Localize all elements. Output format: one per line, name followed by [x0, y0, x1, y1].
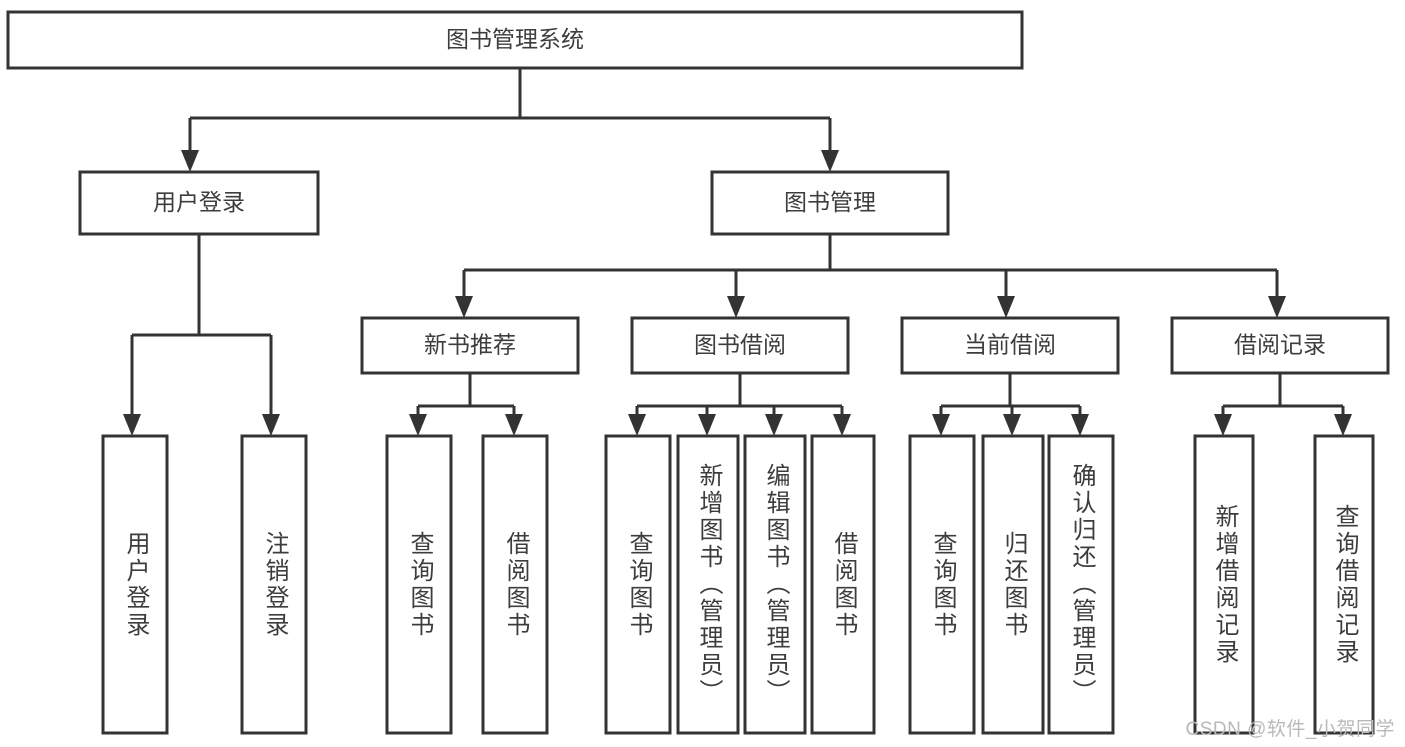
node-label-root-图书管理系统-0: 图书管理系统: [446, 26, 584, 52]
arrow-head-icon: [833, 414, 851, 436]
arrow-head-icon: [1334, 414, 1352, 436]
arrow-head-icon: [821, 150, 839, 172]
arrow-head-icon: [698, 414, 716, 436]
node-label-level1-图书管理-1: 图书管理: [784, 189, 876, 215]
connector-root-to-level1: [181, 68, 839, 172]
node-box-leaf-归还图书-9[interactable]: [981, 434, 1045, 735]
arrow-head-icon: [1003, 414, 1021, 436]
node-box-level1-用户登录-0[interactable]: [78, 170, 320, 236]
node-box-leaf-查询图书-4[interactable]: [604, 434, 672, 735]
arrow-head-icon: [262, 414, 280, 436]
connector-borrow-to-leaves: [628, 373, 851, 436]
node-label-level2-图书借阅-1: 图书借阅: [694, 332, 786, 358]
node-box-level2-借阅记录-3[interactable]: [1170, 316, 1390, 375]
arrow-head-icon: [1268, 296, 1286, 318]
arrow-head-icon: [932, 414, 950, 436]
node-label-level1-用户登录-0: 用户登录: [153, 189, 245, 215]
connector-new-book-to-leaves: [409, 373, 523, 436]
node-box-leaf-借阅图书-3[interactable]: [481, 434, 549, 735]
arrow-head-icon: [997, 296, 1015, 318]
node-box-level1-图书管理-1[interactable]: [710, 170, 950, 236]
node-box-leaf-新增借阅记录-11[interactable]: [1193, 434, 1255, 735]
node-box-level2-当前借阅-2[interactable]: [900, 316, 1120, 375]
arrow-head-icon: [628, 414, 646, 436]
node-box-leaf-新增图书管理员-5[interactable]: [676, 434, 740, 735]
arrow-head-icon: [727, 296, 745, 318]
arrow-head-icon: [181, 150, 199, 172]
node-label-level2-新书推荐-0: 新书推荐: [424, 332, 516, 358]
arrow-head-icon: [409, 414, 427, 436]
connector-book-mgmt-to-level2: [455, 234, 1286, 318]
watermark-text: CSDN @软件_小贺同学: [1185, 719, 1395, 740]
arrow-head-icon: [765, 414, 783, 436]
node-box-leaf-注销登录-1[interactable]: [240, 434, 308, 735]
node-box-root-图书管理系统-0[interactable]: [6, 10, 1024, 70]
node-box-leaf-查询借阅记录-12[interactable]: [1313, 434, 1375, 735]
node-box-leaf-编辑图书管理员-6[interactable]: [743, 434, 807, 735]
node-label-level2-当前借阅-2: 当前借阅: [964, 332, 1056, 358]
node-box-leaf-用户登录-0[interactable]: [101, 434, 169, 735]
node-box-leaf-确认归还管理员-10[interactable]: [1047, 434, 1115, 735]
arrow-head-icon: [455, 296, 473, 318]
node-box-level2-新书推荐-0[interactable]: [360, 316, 580, 375]
arrow-head-icon: [1071, 414, 1089, 436]
node-box-leaf-查询图书-8[interactable]: [908, 434, 976, 735]
connector-records-to-leaves: [1214, 373, 1352, 436]
arrow-head-icon: [1214, 414, 1232, 436]
arrow-head-icon: [505, 414, 523, 436]
node-box-leaf-借阅图书-7[interactable]: [810, 434, 876, 735]
connector-current-borrow-to-leaves: [932, 373, 1089, 436]
node-box-level2-图书借阅-1[interactable]: [630, 316, 850, 375]
boxes-layer: [6, 10, 1390, 735]
connectors-layer: [123, 68, 1352, 436]
node-box-leaf-查询图书-2[interactable]: [385, 434, 453, 735]
arrow-head-icon: [123, 414, 141, 436]
node-label-level2-借阅记录-3: 借阅记录: [1234, 332, 1326, 358]
connector-user-login-to-leaves: [123, 234, 280, 436]
